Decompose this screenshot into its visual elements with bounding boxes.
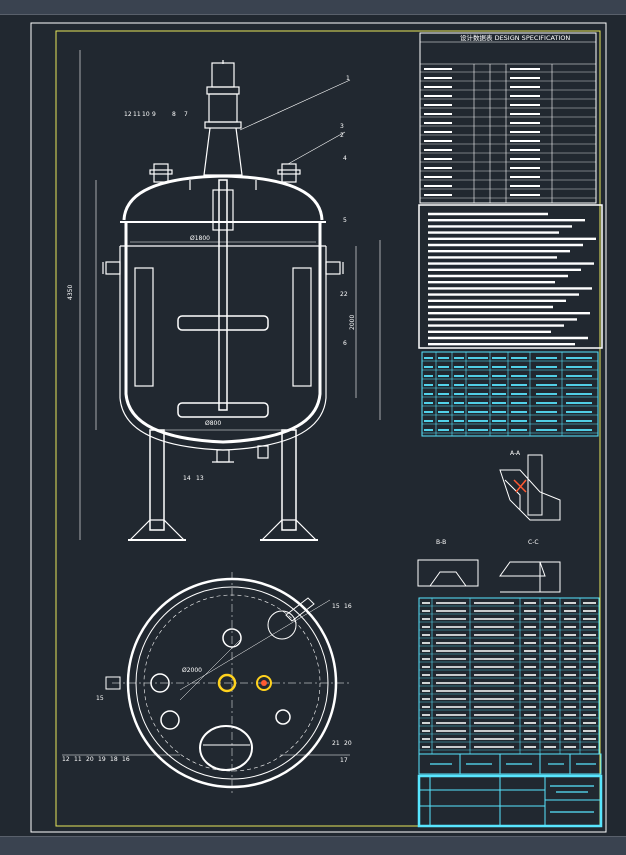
callout-label: 12 — [124, 111, 132, 118]
shell-height-dim: 2000 — [349, 315, 356, 330]
elevation-view — [79, 50, 381, 541]
callout-label: 14 — [183, 475, 191, 482]
manhole — [199, 725, 253, 771]
shell — [124, 222, 322, 444]
nozzle-table-rows — [422, 357, 598, 434]
technical-notes — [418, 204, 603, 349]
spec-table-rows — [420, 68, 596, 199]
detail-c-label: C-C — [528, 539, 539, 546]
coil-left — [134, 267, 154, 387]
callout-label: 9 — [152, 111, 156, 118]
coil-right — [292, 267, 312, 387]
callout-label: 2 — [340, 132, 344, 139]
callout-label: 16 — [344, 603, 352, 610]
callout-label: 13 — [196, 475, 204, 482]
support-leg-left — [149, 429, 165, 531]
callout-label: 6 — [343, 340, 347, 347]
nozzle-mark — [256, 675, 272, 691]
callout-label: 4 — [343, 155, 347, 162]
top-head — [122, 174, 324, 221]
bolt-circle-dim: Ø2000 — [182, 667, 202, 674]
callout-label: 19 — [98, 756, 106, 763]
callout-label: 12 — [62, 756, 70, 763]
overall-height-dim: 4350 — [67, 285, 74, 300]
callout-label: 10 — [142, 111, 150, 118]
callout-label: 20 — [86, 756, 94, 763]
inner-dia-dim: Ø1800 — [190, 235, 210, 242]
callout-label: 20 — [344, 740, 352, 747]
note-text-lines — [428, 212, 596, 346]
detail-b-label: B-B — [436, 539, 446, 546]
top-toolbar — [0, 0, 626, 15]
callout-label: 8 — [172, 111, 176, 118]
title-block-text-marks — [430, 763, 596, 813]
spec-title: 设计数据表 DESIGN SPECIFICATION — [460, 33, 570, 42]
callout-label: 15 — [96, 695, 104, 702]
callout-label: 22 — [340, 291, 348, 298]
callout-label: 11 — [74, 756, 82, 763]
upper-impeller — [177, 315, 269, 331]
jacket — [119, 246, 327, 451]
plan-callouts-left: 12 11 20 19 18 16 15 — [62, 695, 130, 763]
motor — [211, 62, 235, 88]
detail-views — [417, 454, 561, 593]
nozzle-table — [421, 351, 599, 437]
callout-label: 1 — [346, 75, 350, 82]
nozzle-center-dot — [261, 680, 267, 686]
agitator-dia-dim: Ø800 — [205, 420, 221, 427]
lower-impeller — [177, 402, 269, 418]
top-nozzle-left — [153, 163, 169, 183]
plan-callouts-right: 15 16 21 20 17 — [332, 603, 352, 764]
callout-label: 3 — [340, 123, 344, 130]
callout-label: 11 — [133, 111, 141, 118]
inner-frame — [55, 30, 601, 827]
top-nozzle-right — [281, 163, 297, 183]
callouts-right: 1 3 2 4 5 22 6 — [340, 75, 350, 347]
detail-a-label: A-A — [510, 450, 521, 457]
callout-label: 7 — [184, 111, 188, 118]
parts-list-rows — [419, 602, 599, 751]
status-bar — [0, 836, 626, 855]
callout-label: 16 — [122, 756, 130, 763]
callout-label: 21 — [332, 740, 340, 747]
drive-stand — [203, 127, 243, 176]
callouts-bottom: 14 13 — [183, 475, 204, 482]
title-block — [417, 753, 603, 828]
callout-label: 5 — [343, 217, 347, 224]
callout-label: 18 — [110, 756, 118, 763]
callout-label: 17 — [340, 757, 348, 764]
shaft-center-mark — [217, 673, 237, 693]
plan-view — [62, 572, 352, 796]
outer-frame — [30, 22, 607, 833]
support-leg-right — [281, 429, 297, 531]
callout-label: 15 — [332, 603, 340, 610]
agitator-shaft — [218, 179, 228, 411]
